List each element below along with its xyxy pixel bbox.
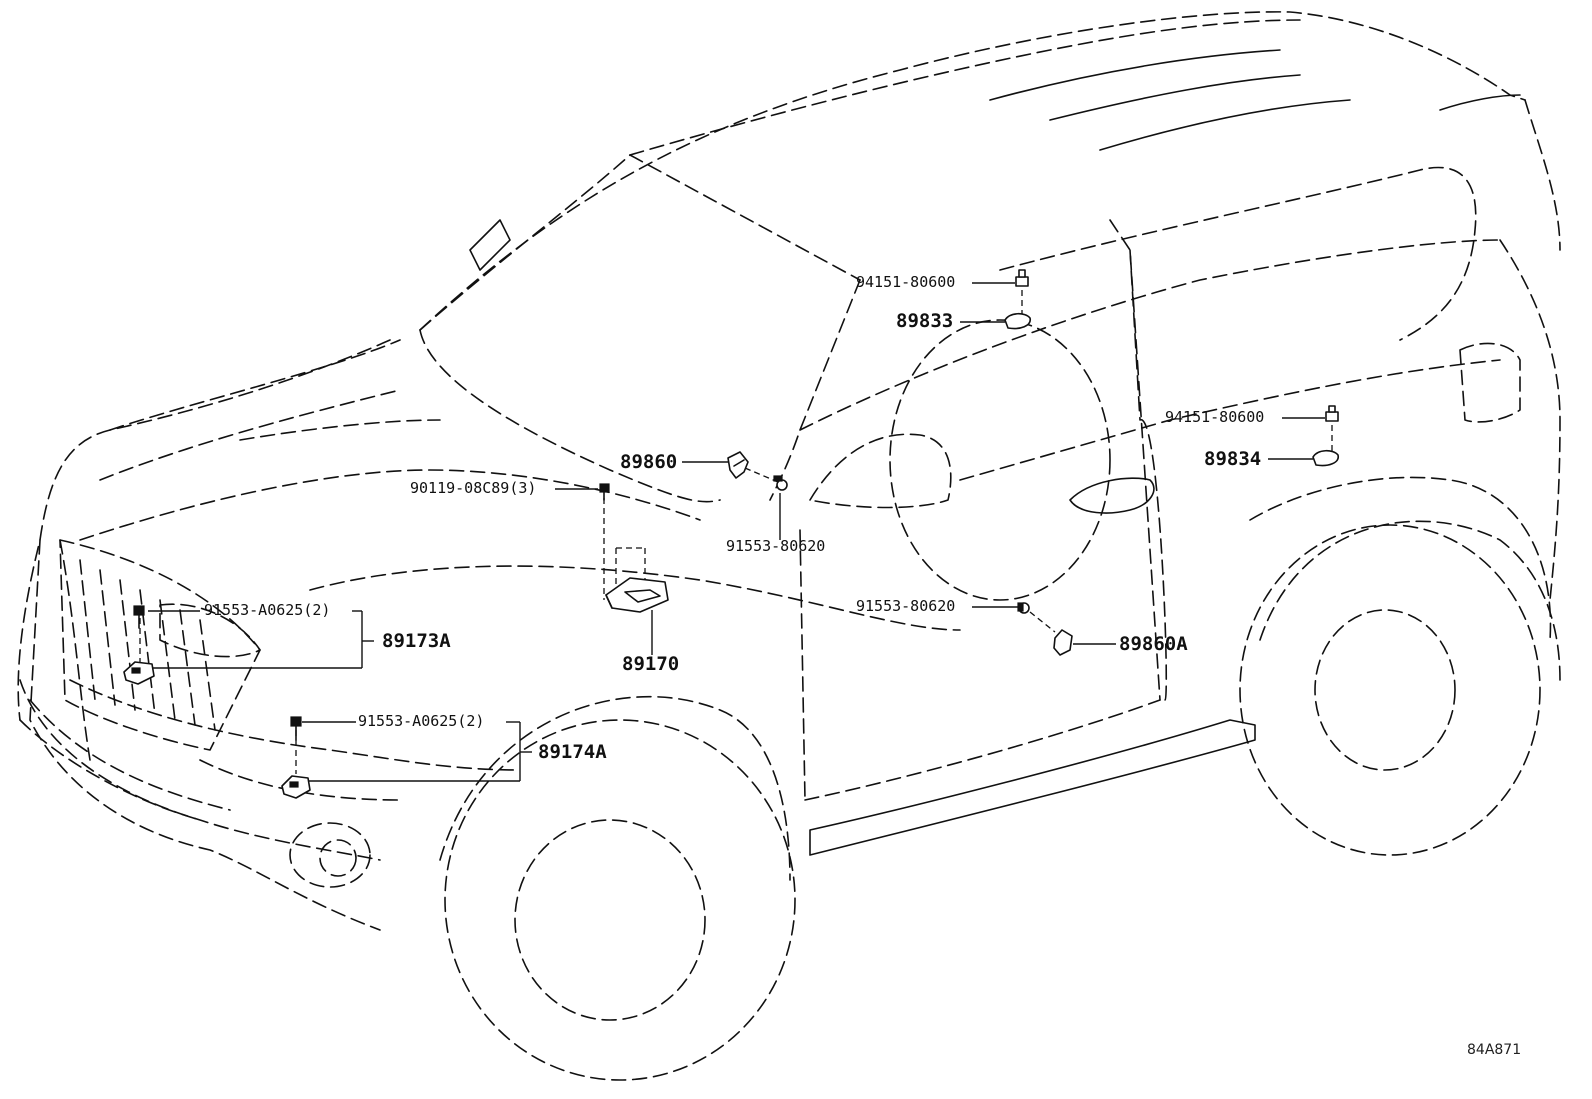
leader-lines [139,282,1333,782]
label-89860: 89860 [620,451,678,473]
diagram-code: 84A871 [1467,1042,1522,1058]
sensor-89173A-icon [123,661,155,685]
label-89173A: 89173A [382,630,451,652]
label-90119-08c89: 90119-08C89(3) [410,479,537,497]
parts [123,269,1339,799]
label-94151-80600-lower: 94151-80600 [1165,408,1265,426]
label-91553-80620-lower: 91553-80620 [856,597,956,615]
bolt-91553-80620-lower-icon [1017,602,1030,614]
label-89834: 89834 [1204,448,1262,470]
sensor-89834-icon [1312,449,1339,467]
sensor-89860-icon [727,451,749,479]
label-91553-a0625-upper: 91553-A0625(2) [204,601,331,619]
bolt-91553-a0625-lower-icon [290,716,302,741]
label-91553-a0625-lower: 91553-A0625(2) [358,712,485,730]
label-89860A: 89860A [1119,633,1188,655]
sensor-89833-icon [1004,312,1031,330]
label-89170: 89170 [622,653,680,675]
label-89174A: 89174A [538,741,607,763]
bolt-91553-a0625-upper-icon [133,605,145,629]
sensor-89174A-icon [281,775,311,799]
ecu-89170-icon [605,577,669,613]
bolt-91553-80620-upper-icon [773,475,788,491]
label-94151-80600-upper: 94151-80600 [856,273,956,291]
bolt-94151-upper-icon [1015,269,1029,287]
vehicle-body [17,11,1561,1081]
sensor-89860A-icon [1053,629,1073,656]
bolt-90119-icon [599,483,610,501]
bolt-94151-lower-icon [1325,405,1339,422]
label-91553-80620-upper: 91553-80620 [726,537,826,555]
label-89833: 89833 [896,310,954,332]
